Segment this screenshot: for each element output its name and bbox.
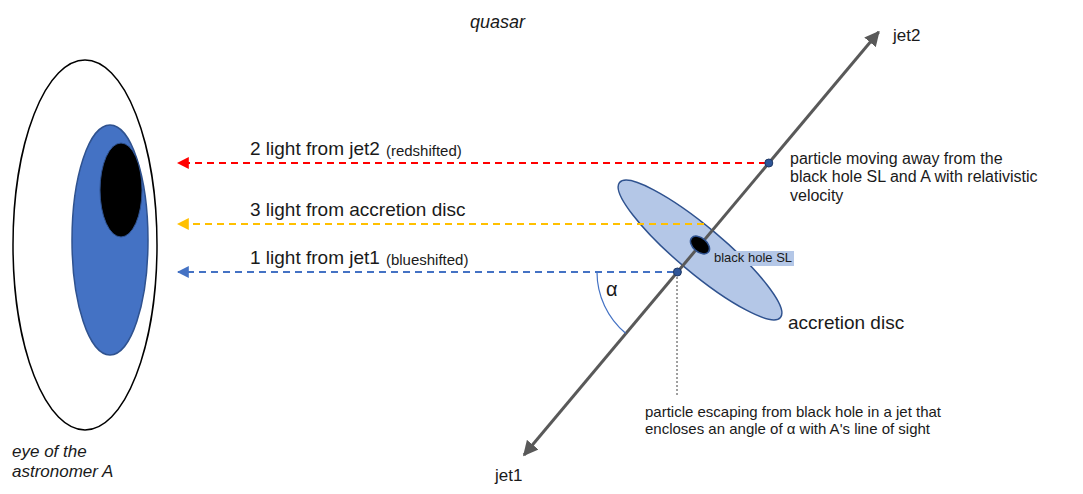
light-ray-blue	[178, 271, 674, 273]
angle-label: α	[606, 278, 618, 301]
jet-axis	[524, 32, 879, 455]
jet-label: jet1	[495, 466, 522, 486]
ray-label: 2 light from jet2	[250, 138, 380, 160]
viewer-label: eye of the astronomer A	[12, 442, 152, 481]
eye-outline	[13, 60, 157, 430]
accretion-disc	[605, 165, 795, 335]
particle-dot	[765, 159, 773, 167]
ray-note: (blueshifted)	[386, 251, 469, 268]
note-label: particle moving away from the black hole…	[790, 150, 1040, 205]
particle-dot	[673, 268, 681, 276]
title-label: quasar	[470, 12, 525, 33]
ray-note: (redshifted)	[386, 142, 462, 159]
note-label: particle escaping from black hole in a j…	[645, 403, 945, 438]
ray-label: 1 light from jet1	[250, 247, 380, 269]
ray-label: 3 light from accretion disc	[250, 199, 465, 221]
black-hole-label: black hole SL	[712, 251, 794, 266]
leader-line	[677, 277, 678, 396]
jet-label: jet2	[893, 26, 920, 46]
disc-label: accretion disc	[788, 312, 904, 334]
black-hole	[687, 233, 713, 258]
light-ray-yellow	[178, 223, 704, 225]
angle-arc	[597, 272, 626, 333]
eye-iris	[72, 125, 148, 355]
light-ray-red	[178, 162, 766, 164]
eye-pupil	[100, 143, 142, 237]
